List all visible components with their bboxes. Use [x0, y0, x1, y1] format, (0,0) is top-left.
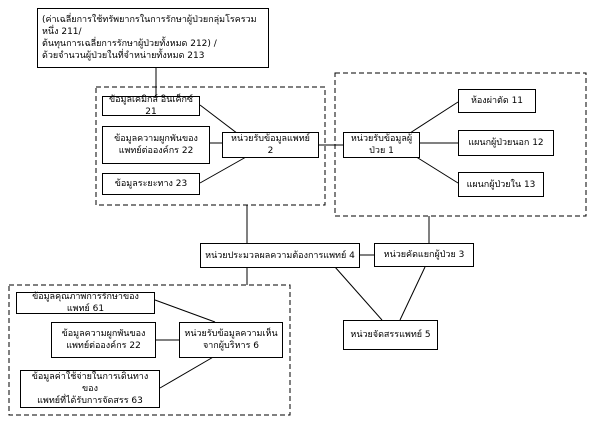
inpatient-dept-label: แผนกผู้ป่วยใน 13 — [466, 179, 536, 190]
distance-data-label: ข้อมูลระยะทาง 23 — [114, 179, 188, 189]
connector-63-to-6 — [159, 355, 216, 389]
doctor-engagement-box-bottom: ข้อมูลความผูกพันของ แพทย์ต่อองค์กร 22 — [51, 322, 156, 358]
operating-room-box: ห้องผ่าตัด 11 — [458, 89, 536, 113]
doctor-engagement-text-bottom: ข้อมูลความผูกพันของ แพทย์ต่อองค์กร 22 — [62, 328, 146, 352]
doctor-allocation-box: หน่วยจัดสรรแพทย์ 5 — [343, 320, 438, 350]
executive-opinion-line-2: จากผู้บริหาร 6 — [202, 341, 259, 351]
connector-4-to-5 — [334, 266, 383, 321]
casemix-index-box: ข้อมูลเคมิกส์ อินเค็กซ์ 21 — [102, 95, 200, 117]
connector-1-to-13 — [409, 152, 459, 184]
connector-23-to-2 — [199, 156, 247, 184]
patient-triage-box: หน่วยคัดแยกผู้ป่วย 3 — [374, 243, 474, 267]
executive-opinion-line-1: หน่วยรับข้อมูลความเห็น — [184, 329, 278, 339]
treatment-quality-label: ข้อมูลคุณภาพการรักษาของแพทย์ 61 — [32, 292, 139, 314]
outpatient-dept-label: แผนกผู้ป่วยนอก 12 — [468, 138, 544, 148]
doctor-input-unit-box: หน่วยรับข้อมูลแพทย์ 2 — [222, 132, 319, 158]
patient-triage-label: หน่วยคัดแยกผู้ป่วย 3 — [383, 250, 465, 260]
outpatient-dept-box: แผนกผู้ป่วยนอก 12 — [458, 130, 554, 156]
doctor-engagement-top-line-1: ข้อมูลความผูกพันของ — [114, 134, 198, 144]
doctor-engagement-bottom-line-2: แพทย์ต่อองค์กร 22 — [66, 341, 141, 351]
travel-expense-line-1: ข้อมูลค่าใช้จ่ายในการเดินทางของ — [31, 372, 149, 394]
doctor-engagement-top-line-2: แพทย์ต่อองค์กร 22 — [118, 146, 194, 156]
patient-input-unit-box: หน่วยรับข้อมูลผู้ป่วย 1 — [343, 132, 420, 158]
treatment-quality-box: ข้อมูลคุณภาพการรักษาของแพทย์ 61 — [16, 292, 155, 314]
resource-formula-line-2: ต้นทุนการเฉลี่ยการรักษาผู้ป่วยทั้งหมด 21… — [42, 39, 217, 49]
patient-input-unit-label: หน่วยรับข้อมูลผู้ป่วย 1 — [350, 134, 413, 156]
connector-3-to-5 — [399, 266, 426, 321]
casemix-index-label: ข้อมูลเคมิกส์ อินเค็กซ์ 21 — [108, 95, 194, 117]
travel-expense-text: ข้อมูลค่าใช้จ่ายในการเดินทางของ แพทย์ที่… — [25, 371, 155, 407]
executive-opinion-unit-box: หน่วยรับข้อมูลความเห็น จากผู้บริหาร 6 — [179, 322, 283, 358]
resource-formula-line-1: (ค่าเฉลี่ยการใช้ทรัพยากรในการรักษาผู้ป่ว… — [42, 15, 257, 37]
distance-data-box: ข้อมูลระยะทาง 23 — [102, 173, 200, 195]
travel-expense-line-2: แพทย์ที่ได้รับการจัดสรร 63 — [37, 396, 143, 406]
doctor-engagement-text-top: ข้อมูลความผูกพันของ แพทย์ต่อองค์กร 22 — [114, 133, 198, 157]
doctor-engagement-bottom-line-1: ข้อมูลความผูกพันของ — [61, 329, 146, 339]
executive-input-group-border — [8, 284, 291, 416]
doctor-allocation-label: หน่วยจัดสรรแพทย์ 5 — [350, 330, 431, 340]
travel-expense-box: ข้อมูลค่าใช้จ่ายในการเดินทางของ แพทย์ที่… — [20, 370, 160, 408]
resource-formula-box: (ค่าเฉลี่ยการใช้ทรัพยากรในการรักษาผู้ป่ว… — [37, 8, 269, 68]
resource-formula-text: (ค่าเฉลี่ยการใช้ทรัพยากรในการรักษาผู้ป่ว… — [42, 14, 264, 62]
doctor-input-unit-label: หน่วยรับข้อมูลแพทย์ 2 — [231, 134, 310, 156]
doctor-input-group-border — [95, 86, 326, 206]
doctor-demand-processing-label: หน่วยประมวลผลความต้องการแพทย์ 4 — [205, 250, 355, 261]
resource-formula-line-3: ด้วยจำนวนผู้ป่วยในที่จำหน่ายทั้งหมด 213 — [42, 51, 205, 61]
connector-1-to-11 — [409, 101, 459, 134]
connector-61-to-6 — [154, 299, 216, 323]
doctor-demand-processing-box: หน่วยประมวลผลความต้องการแพทย์ 4 — [200, 243, 360, 268]
operating-room-label: ห้องผ่าตัด 11 — [470, 96, 524, 106]
inpatient-dept-box: แผนกผู้ป่วยใน 13 — [458, 172, 544, 197]
executive-opinion-unit-text: หน่วยรับข้อมูลความเห็น จากผู้บริหาร 6 — [184, 328, 277, 352]
doctor-engagement-box-top: ข้อมูลความผูกพันของ แพทย์ต่อองค์กร 22 — [102, 126, 210, 164]
